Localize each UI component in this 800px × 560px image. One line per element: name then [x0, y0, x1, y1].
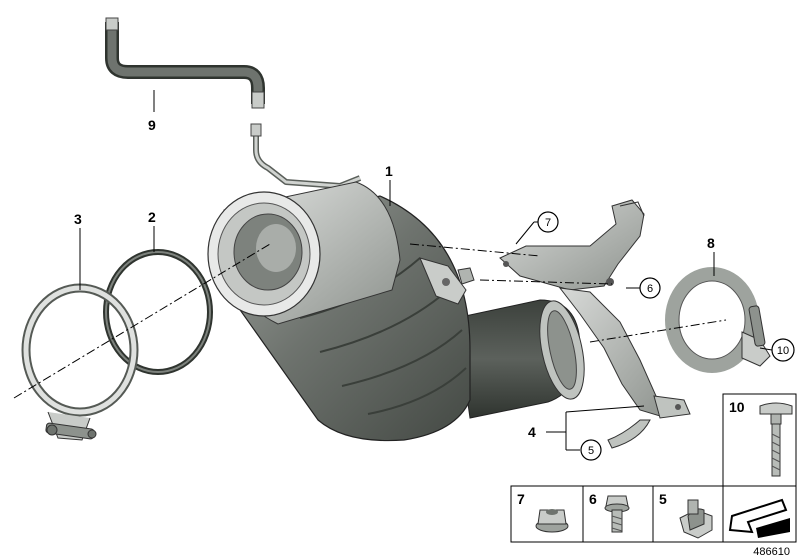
sensor-pipe — [250, 123, 362, 189]
callout-1: 1 — [385, 163, 393, 179]
callouts: 9 1 2 3 8 4 7 6 10 5 — [74, 117, 795, 461]
tension-clamp-part-8 — [665, 267, 771, 373]
legend-label-10: 10 — [729, 399, 745, 415]
assembly-axes — [13, 243, 727, 399]
callout-10-circle: 10 — [771, 338, 795, 362]
svg-text:5: 5 — [588, 445, 594, 457]
direction-arrow-icon — [728, 498, 790, 538]
legend-label-5: 5 — [659, 491, 667, 507]
v-band-clamp-part-3 — [21, 283, 139, 441]
legend-boxes: 10 7 6 5 — [510, 393, 797, 543]
sealing-ring-part-2 — [103, 249, 213, 375]
legend-label-7: 7 — [517, 491, 525, 507]
leader-lines — [79, 90, 773, 451]
flange-nut-icon — [535, 509, 569, 533]
callout-3: 3 — [74, 211, 82, 227]
callout-7-circle: 7 — [537, 211, 559, 233]
diesel-particulate-filter-part-1 — [207, 181, 585, 442]
spring-clip-icon — [679, 499, 713, 539]
callout-4: 4 — [528, 424, 536, 440]
bracket-lower-part-4 — [558, 287, 691, 449]
carriage-bolt-icon — [759, 402, 793, 477]
callout-9: 9 — [148, 117, 156, 133]
callout-8: 8 — [707, 235, 715, 251]
svg-text:7: 7 — [545, 217, 551, 229]
callout-5-circle: 5 — [580, 439, 602, 461]
bracket-upper — [499, 199, 645, 291]
callout-2: 2 — [148, 209, 156, 225]
hose-part-9 — [105, 17, 265, 109]
svg-text:6: 6 — [647, 283, 653, 295]
hex-bolt-icon — [604, 495, 630, 533]
diagram-number: 486610 — [753, 546, 790, 558]
legend-label-6: 6 — [589, 491, 597, 507]
callout-6-circle: 6 — [639, 277, 661, 299]
svg-text:10: 10 — [777, 345, 789, 357]
